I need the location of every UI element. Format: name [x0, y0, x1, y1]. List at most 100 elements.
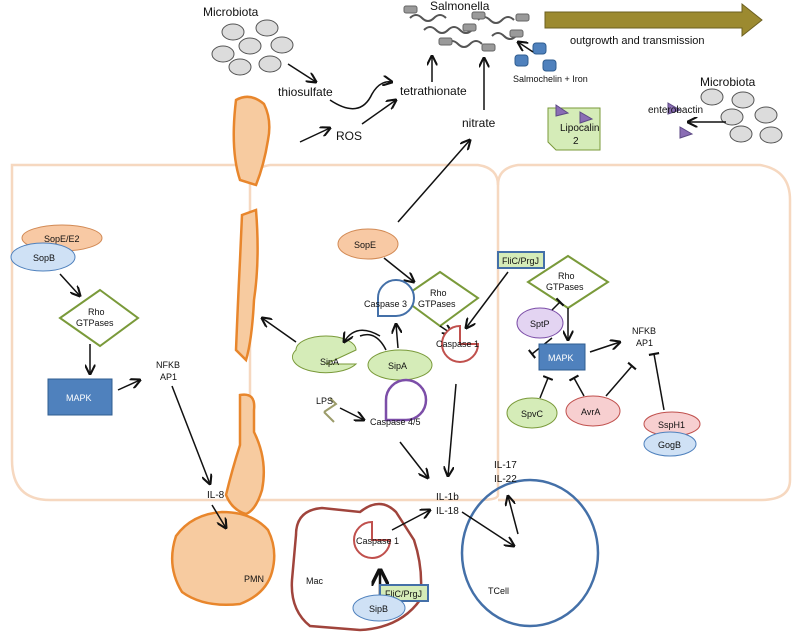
inhibit-spvc-to-mapk	[539, 375, 554, 399]
il17-label: IL-17	[494, 460, 517, 471]
neutrophil-membrane-strip	[234, 208, 259, 363]
sipb-label: SipB	[369, 604, 388, 614]
caspase3-node	[377, 279, 415, 317]
inhibit-ssph1-to-nfkb	[648, 352, 665, 411]
tcell-label: TCell	[488, 586, 509, 596]
mac-label: Mac	[306, 576, 324, 586]
thiosulfate-label: thiosulfate	[278, 85, 333, 99]
arrow-mapk-to-nfkb-right	[589, 342, 620, 353]
ros-label: ROS	[336, 129, 362, 143]
nitrate-label: nitrate	[462, 116, 496, 130]
flic-prgj-node-top	[497, 251, 545, 269]
sipa-node-left	[291, 335, 358, 374]
microbiota-top-label: Microbiota	[203, 5, 259, 19]
pmn-label: PMN	[244, 574, 264, 584]
neutrophil-top	[232, 95, 271, 187]
enterobactin-label: enterobactin	[648, 105, 703, 116]
ssph1-label: SspH1	[658, 420, 685, 430]
t-cell	[460, 478, 600, 628]
arrow-ros-to-tetrathionate	[361, 100, 396, 125]
arrow-salmochelin-to-salmonella	[518, 42, 534, 53]
salmonella-label: Salmonella	[430, 0, 490, 13]
il1b-label: IL-1b	[436, 492, 459, 503]
spvc-label: SpvC	[521, 409, 544, 419]
macrophage	[290, 502, 423, 632]
il22-label: IL-22	[494, 474, 517, 485]
flic-prgj-label-mac: FliC/PrgJ	[385, 589, 422, 599]
nfkb-label-left: NFKB	[156, 360, 180, 370]
arrow-caspase1-mac-to-il1b	[391, 510, 430, 531]
arrow-caspase3-to-sipa	[344, 329, 381, 342]
arrow-caspase1-to-il1b	[448, 383, 457, 476]
sope-node	[337, 228, 399, 260]
sipb-node	[352, 594, 406, 622]
salmonella-cluster	[403, 5, 530, 52]
lipocalin-label-line2: 2	[573, 136, 579, 147]
sipa-label-right: SipA	[388, 361, 407, 371]
inhibit-avra-to-nfkb	[605, 361, 637, 397]
mapk-node-left	[47, 378, 113, 416]
il8-label: IL-8	[207, 490, 225, 501]
arrow-neutrophil-to-ros	[299, 128, 330, 143]
microbiota-top-cluster	[211, 19, 294, 76]
caspase45-node	[384, 378, 428, 422]
arrow-flic-to-caspase1	[466, 271, 509, 328]
mapk-node-right	[538, 343, 586, 371]
arrow-microbiota-to-thiosulfate	[287, 63, 316, 82]
arrow-il8-to-pmn	[211, 504, 226, 528]
arrow-sipa-loop	[359, 333, 387, 351]
mapk-label-right: MAPK	[548, 353, 574, 363]
ap1-label-right: AP1	[636, 338, 653, 348]
sope-label: SopE	[354, 240, 376, 250]
rho-label-middle: Rho	[430, 288, 447, 298]
avra-node	[565, 395, 621, 427]
gtpases-label-left: GTPases	[76, 318, 114, 328]
salmochelin-label: Salmochelin + Iron	[513, 74, 588, 84]
il18-label: IL-18	[436, 506, 459, 517]
arrow-sope-to-nitrate	[397, 140, 470, 223]
epithelial-cell-left	[10, 163, 252, 502]
lps-label: LPS	[316, 396, 333, 406]
lipocalin-enterobactin-icon	[555, 104, 594, 124]
arrow-nfkb-to-il8	[171, 385, 210, 484]
lps-icon	[323, 397, 338, 423]
mapk-label-left: MAPK	[66, 393, 92, 403]
flic-prgj-label-top: FliC/PrgJ	[502, 256, 539, 266]
arrow-tcell-to-il17	[508, 496, 519, 535]
ap1-label-left: AP1	[160, 372, 177, 382]
gogb-node	[643, 431, 697, 457]
outgrowth-label: outgrowth and transmission	[570, 35, 705, 47]
rho-label-left: Rho	[88, 307, 105, 317]
tetrathionate-label: tetrathionate	[400, 84, 467, 98]
sopb-label: SopB	[33, 253, 55, 263]
neutrophils	[170, 95, 276, 606]
lipocalin-label-line1: Lipocalin	[560, 123, 599, 134]
arrow-lps-to-caspase45	[339, 407, 364, 420]
arrow-sope-to-rho	[383, 257, 414, 282]
gogb-label: GogB	[658, 440, 681, 450]
microbiota-right-cluster	[700, 88, 783, 144]
inhibit-avra-to-mapk	[568, 374, 585, 397]
microbiota-right-label: Microbiota	[700, 75, 756, 89]
sptp-node	[516, 307, 564, 339]
arrow-sipa-to-caspase3	[396, 324, 398, 349]
rho-label-right: Rho	[558, 271, 575, 281]
gtpases-label-right: GTPases	[546, 282, 584, 292]
arrow-sopb-to-rho	[59, 273, 80, 296]
arrow-mapk-to-nfkb-left	[117, 380, 140, 391]
avra-label: AvrA	[581, 407, 600, 417]
arrow-il18-to-tcell	[461, 511, 514, 546]
salmochelin-iron-icon	[514, 42, 557, 72]
arrow-thiosulfate-to-tetrathionate	[329, 82, 392, 110]
arrow-sipa-to-neutrophil	[262, 318, 297, 343]
gtpases-label-middle: GTPases	[418, 299, 456, 309]
sptp-label: SptP	[530, 319, 550, 329]
inhibit-sptp-to-rho	[551, 297, 565, 311]
caspase3-label: Caspase 3	[364, 299, 407, 309]
caspase1-label-mac: Caspase 1	[356, 536, 399, 546]
neutrophil-pmn	[170, 510, 276, 606]
sipa-label-left: SipA	[320, 357, 339, 367]
caspase45-label: Caspase 4/5	[370, 417, 421, 427]
